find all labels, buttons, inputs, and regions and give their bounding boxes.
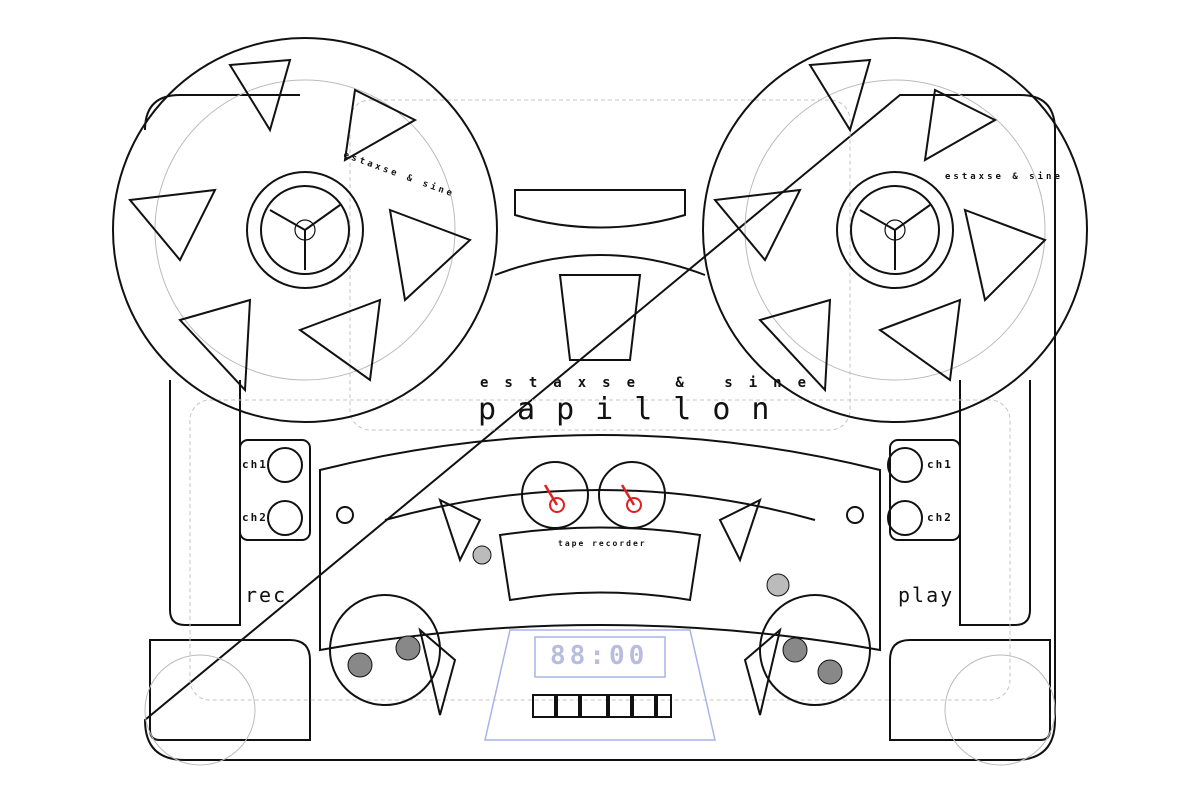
play-label: play [898, 583, 955, 607]
counter-display: 88:00 [550, 641, 649, 671]
brand-maker: estaxse & sine [480, 375, 823, 391]
rec-label: rec [245, 583, 288, 607]
left-reel[interactable] [112, 37, 498, 423]
brand-model: papillon [478, 392, 791, 427]
tape-guides [329, 498, 871, 716]
left-knobs[interactable] [239, 439, 311, 541]
right-reel[interactable] [702, 37, 1088, 423]
vu-meters [498, 461, 702, 602]
right-reel-brand: estaxse & sine [945, 172, 1063, 182]
meter-panel-label: tape recorder [558, 539, 647, 548]
counter-display-frame [484, 629, 716, 741]
left-ch1-label: ch1 [242, 458, 268, 471]
transport-buttons[interactable] [532, 694, 672, 718]
right-ch1-label: ch1 [927, 458, 953, 471]
left-ch2-label: ch2 [242, 511, 268, 524]
right-knobs[interactable] [887, 439, 961, 541]
right-ch2-label: ch2 [927, 511, 953, 524]
